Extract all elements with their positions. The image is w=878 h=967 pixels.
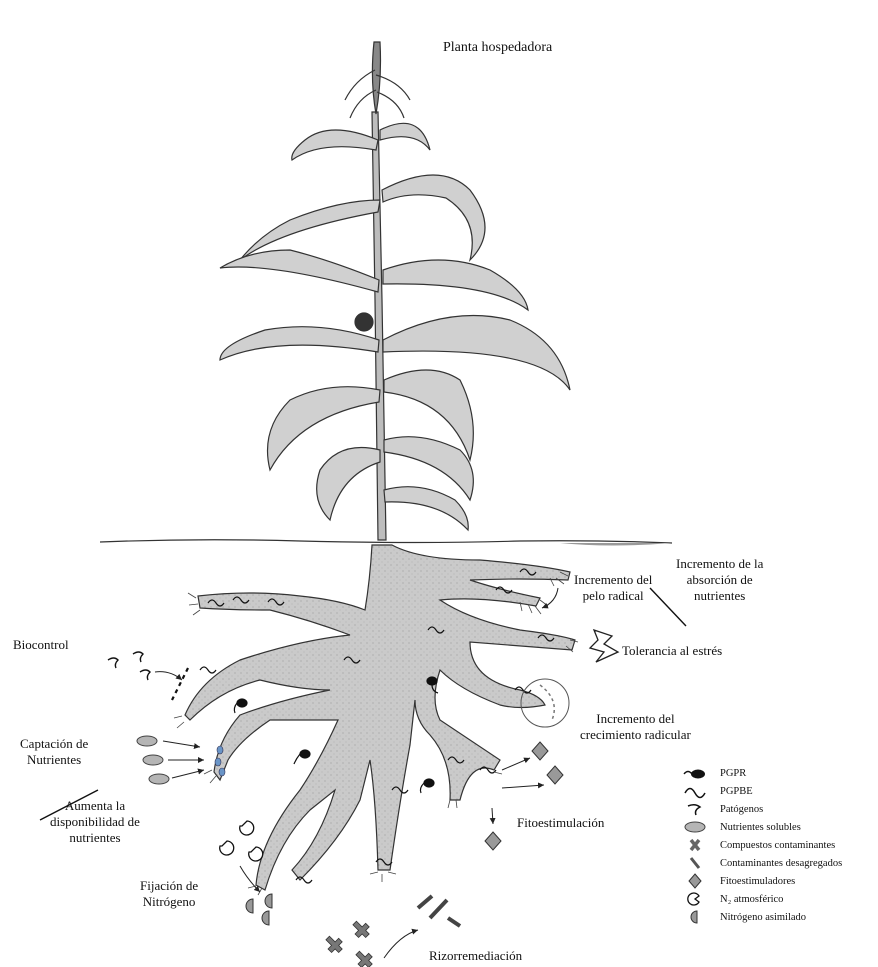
label-root-hair-line1: Incremento del xyxy=(574,572,652,588)
pathogens xyxy=(108,652,150,680)
legend-label: N₂ atmosférico xyxy=(720,894,783,905)
label-root-growth: Incremento del crecimiento radicular xyxy=(580,711,691,743)
soil-surface-shade xyxy=(560,543,672,546)
legend-item-contaminant-compound: Compuestos contaminantes xyxy=(682,836,835,854)
label-phytostimulation: Fitoestimulación xyxy=(517,815,604,831)
host-plant xyxy=(220,42,570,540)
label-stress-tolerance: Tolerancia al estrés xyxy=(622,643,722,659)
pathogen-icon xyxy=(682,801,708,817)
label-root-hair: Incremento del pelo radical xyxy=(574,572,652,604)
legend-label: Nutrientes solubles xyxy=(720,822,801,833)
label-uptake-line2: Nutrientes xyxy=(20,752,88,768)
soluble-nutrients xyxy=(137,736,169,784)
legend-item-pathogen: Patógenos xyxy=(682,800,763,818)
plant-ear-tuft xyxy=(355,313,373,331)
remediation-arrow xyxy=(384,930,418,958)
legend-item-phytostimulator: Fitoestimuladores xyxy=(682,872,795,890)
legend-item-pgpbe: PGPBE xyxy=(682,782,753,800)
root-system xyxy=(185,545,575,890)
pgpr-bacterium xyxy=(420,779,434,793)
label-nutrient-availability: Aumenta la disponibilidad de nutrientes xyxy=(50,798,140,846)
atmospheric-n2-icon xyxy=(682,891,708,907)
biocontrol-barrier xyxy=(172,668,188,700)
pathogen-icon xyxy=(133,652,143,662)
assimilated-nitrogen xyxy=(246,894,272,925)
label-rhizoremediation: Rizorremediación xyxy=(429,948,522,964)
disaggregated-contaminant-icon xyxy=(682,855,708,871)
pathogen-icon xyxy=(108,658,118,668)
label-root-hair-line2: pelo radical xyxy=(574,588,652,604)
diagram-title: Planta hospedadora xyxy=(443,40,552,56)
pgpbe-bacterium-icon xyxy=(682,783,708,799)
legend-label: Patógenos xyxy=(720,804,763,815)
legend-label: Fitoestimuladores xyxy=(720,876,795,887)
legend-label: Compuestos contaminantes xyxy=(720,840,835,851)
legend-label: PGPR xyxy=(720,768,746,779)
label-availability-line3: nutrientes xyxy=(50,830,140,846)
plant-tassel xyxy=(345,42,410,118)
label-uptake-line1: Captación de xyxy=(20,736,88,752)
legend-item-disaggregated-contaminant: Contaminantes desagregados xyxy=(682,854,842,872)
pgpr-bacterium-icon xyxy=(682,765,708,781)
nutrient-arrows xyxy=(163,741,204,778)
legend-label: Nitrógeno asimilado xyxy=(720,912,806,923)
soluble-nutrient-icon xyxy=(682,819,708,835)
contaminant-compounds xyxy=(322,918,375,967)
pgpbe-bacterium xyxy=(296,877,312,883)
pathogen-icon xyxy=(140,670,150,680)
plant-leaves xyxy=(220,123,570,530)
label-fixation-line2: Nitrógeno xyxy=(140,894,198,910)
label-nutrient-uptake: Captación de Nutrientes xyxy=(20,736,88,768)
label-availability-line2: disponibilidad de xyxy=(50,814,140,830)
legend-item-soluble-nutrient: Nutrientes solubles xyxy=(682,818,801,836)
pgpr-bacterium xyxy=(294,750,310,764)
label-fixation-line1: Fijación de xyxy=(140,878,198,894)
label-nutrient-absorption: Incremento de la absorción de nutrientes xyxy=(676,556,763,604)
label-availability-line1: Aumenta la xyxy=(50,798,140,814)
label-absorption-line1: Incremento de la xyxy=(676,556,763,572)
label-absorption-line3: nutrientes xyxy=(676,588,763,604)
label-nitrogen-fixation: Fijación de Nitrógeno xyxy=(140,878,198,910)
assimilated-nitrogen-icon xyxy=(682,909,708,925)
root-mass xyxy=(185,545,575,890)
label-root-growth-line2: crecimiento radicular xyxy=(580,727,691,743)
legend-item-atmospheric-n2: N₂ atmosférico xyxy=(682,890,783,908)
legend-item-assimilated-nitrogen: Nitrógeno asimilado xyxy=(682,908,806,926)
atmospheric-n2 xyxy=(220,821,263,861)
legend-item-pgpr: PGPR xyxy=(682,764,746,782)
disaggregated-contaminants xyxy=(418,896,460,926)
label-biocontrol: Biocontrol xyxy=(13,637,69,653)
contaminant-compound-icon xyxy=(682,837,708,853)
legend-label: PGPBE xyxy=(720,786,753,797)
label-root-growth-line1: Incremento del xyxy=(580,711,691,727)
legend-label: Contaminantes desagregados xyxy=(720,858,842,869)
stress-lightning-icon xyxy=(590,630,618,662)
label-absorption-line2: absorción de xyxy=(676,572,763,588)
pgpbe-bacterium xyxy=(200,667,216,673)
biocontrol-arrow xyxy=(155,672,182,680)
absorption-arrow xyxy=(542,588,558,608)
pgpr-bacterium xyxy=(234,699,247,713)
phytostimulator-icon xyxy=(682,873,708,889)
plant-stalk xyxy=(372,112,386,540)
